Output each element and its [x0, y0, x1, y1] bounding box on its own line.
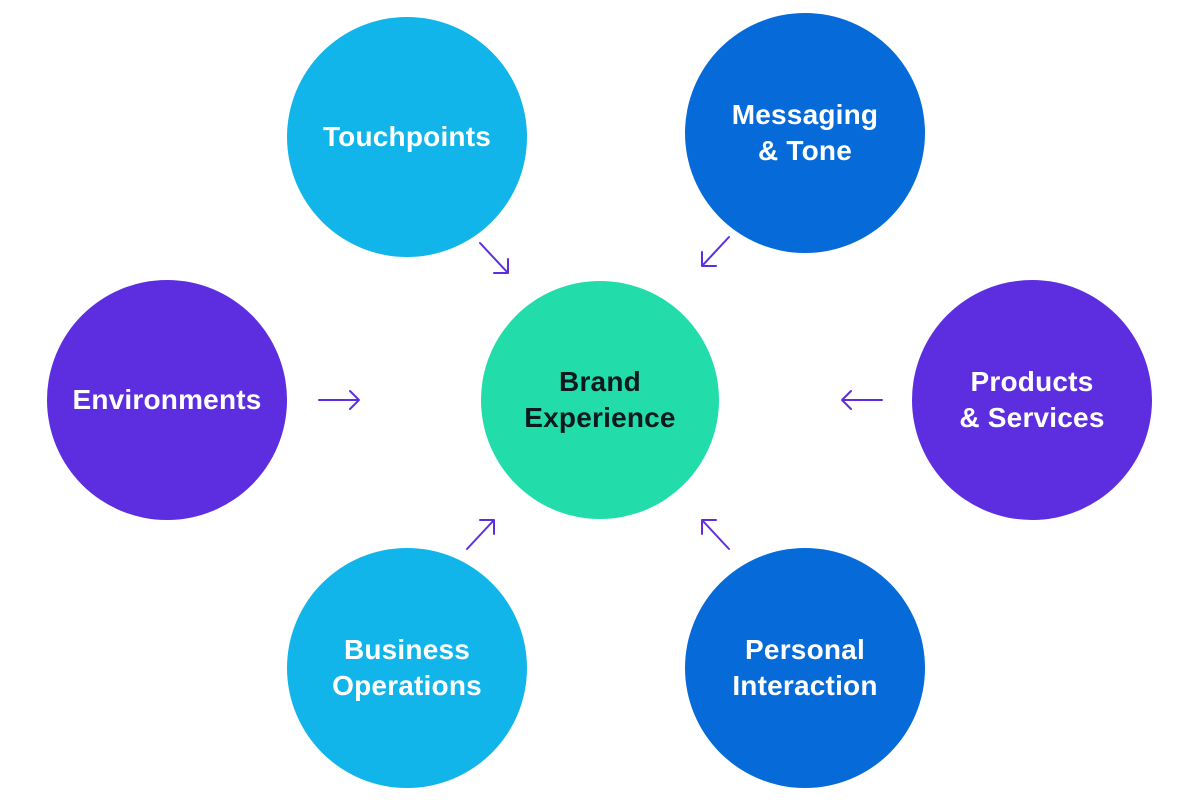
business-operations-node: Business Operations [287, 548, 527, 788]
personal-interaction-node: Personal Interaction [685, 548, 925, 788]
messaging-tone-label: Messaging & Tone [731, 99, 879, 166]
arrow-up-right-icon [466, 519, 495, 550]
messaging-tone-node: Messaging & Tone [685, 13, 925, 253]
products-services-node: Products & Services [912, 280, 1152, 520]
personal-interaction-label: Personal Interaction [732, 634, 878, 701]
arrow-down-right-icon [479, 242, 509, 274]
environments-label: Environments [72, 384, 262, 415]
brand-experience-node: Brand Experience [481, 281, 719, 519]
business-operations-label: Business Operations [332, 634, 482, 701]
arrow-up-left-icon [701, 519, 730, 550]
arrow-left-icon [841, 390, 883, 410]
environments-node: Environments [47, 280, 287, 520]
arrow-right-icon [318, 390, 360, 410]
arrow-down-left-icon [701, 236, 730, 267]
touchpoints-node: Touchpoints [287, 17, 527, 257]
products-services-label: Products & Services [959, 366, 1105, 433]
brand-experience-label: Brand Experience [524, 366, 676, 433]
touchpoints-label: Touchpoints [322, 121, 492, 152]
